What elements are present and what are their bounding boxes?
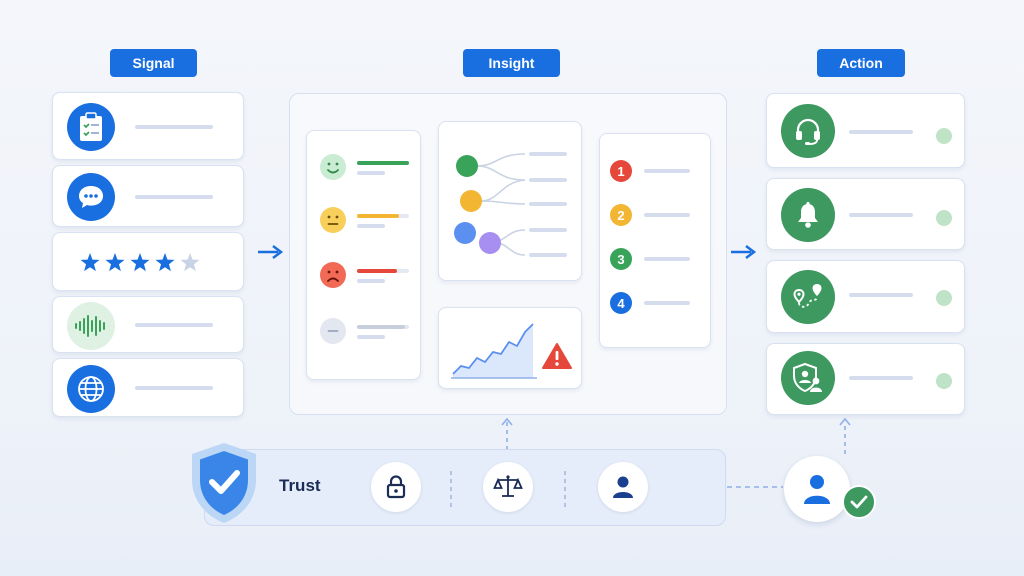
sentiment-bar	[357, 214, 409, 218]
star-filled-icon	[80, 253, 100, 272]
sound-wave-icon	[67, 302, 115, 350]
priority-4-badge: 4	[610, 292, 632, 314]
sentiment-bar	[357, 161, 409, 165]
sentiment-card	[306, 130, 421, 380]
chat-bubble-icon	[67, 173, 115, 221]
star-rating-icon	[80, 253, 200, 272]
sentiment-neutral-icon	[319, 206, 347, 234]
sentiment-bar	[357, 269, 409, 273]
cluster-node-blue	[454, 222, 476, 244]
headset-icon	[781, 104, 835, 158]
star-filled-icon	[130, 253, 150, 272]
cluster-card	[438, 121, 582, 281]
action-card-support	[766, 93, 965, 168]
signal-card-rating	[52, 232, 244, 291]
priority-1-badge: 1	[610, 160, 632, 182]
signal-card-web	[52, 358, 244, 417]
insight-header: Insight	[463, 49, 560, 77]
sentiment-unknown-icon	[319, 317, 347, 345]
cluster-node-green	[456, 155, 478, 177]
action-card-alert	[766, 178, 965, 250]
user-icon	[598, 462, 648, 512]
priority-card: 1 2 3 4	[599, 133, 711, 348]
star-filled-icon	[105, 253, 125, 272]
verified-user-avatar	[784, 456, 850, 522]
cluster-node-yellow	[460, 190, 482, 212]
priority-3-badge: 3	[610, 248, 632, 270]
bell-icon	[781, 188, 835, 242]
priority-2-badge: 2	[610, 204, 632, 226]
action-card-protect	[766, 343, 965, 415]
trust-label: Trust	[279, 476, 321, 495]
balance-scale-icon	[483, 462, 533, 512]
action-card-route	[766, 260, 965, 333]
trust-shield-icon	[192, 443, 256, 523]
shield-person-icon	[781, 351, 835, 405]
lock-icon	[371, 462, 421, 512]
signal-card-survey	[52, 92, 244, 160]
route-map-icon	[781, 270, 835, 324]
trend-chart	[451, 323, 537, 379]
action-header: Action	[817, 49, 905, 77]
signal-header: Signal	[110, 49, 197, 77]
arrow-right-icon	[258, 245, 284, 259]
globe-icon	[67, 365, 115, 413]
star-filled-icon	[155, 253, 175, 272]
sentiment-happy-icon	[319, 153, 347, 181]
signal-card-chat	[52, 165, 244, 227]
warning-icon	[542, 343, 572, 369]
check-badge-icon	[842, 485, 876, 519]
sentiment-bar	[357, 325, 409, 329]
star-empty-icon	[180, 253, 200, 272]
cluster-node-purple	[479, 232, 501, 254]
clipboard-check-icon	[67, 103, 115, 151]
signal-card-voice	[52, 296, 244, 353]
sentiment-sad-icon	[319, 261, 347, 289]
arrow-right-icon	[731, 245, 757, 259]
trend-card	[438, 307, 582, 389]
